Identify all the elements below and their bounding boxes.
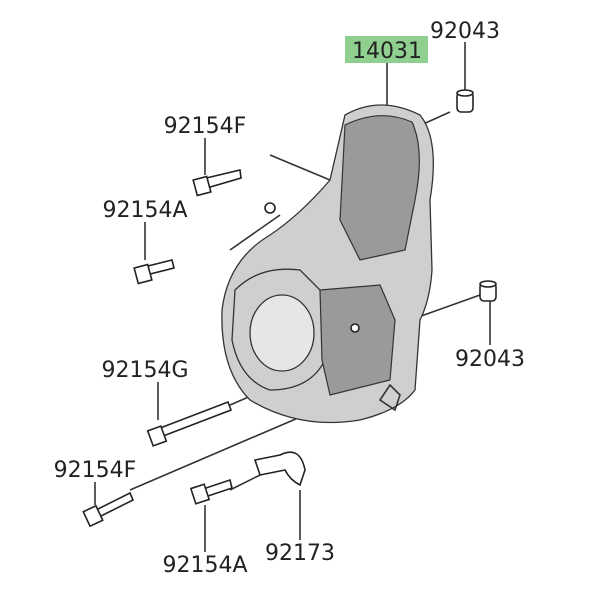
part-label[interactable]: 92154A — [102, 198, 187, 223]
part-label[interactable]: 92154G — [101, 358, 188, 383]
part-label[interactable]: 92173 — [265, 541, 335, 566]
part-label-highlighted[interactable]: 14031 — [352, 39, 422, 64]
bolt-92154A-bottom[interactable] — [189, 478, 233, 505]
bolt-92154G[interactable] — [146, 400, 233, 447]
part-label[interactable]: 92043 — [455, 347, 525, 372]
bolt-92154F-top[interactable] — [192, 169, 242, 197]
bolt-92154F-bottom[interactable] — [82, 491, 135, 528]
dowel-pin-right[interactable] — [479, 280, 497, 302]
dowel-pin-top[interactable] — [456, 89, 474, 113]
part-label[interactable]: 92154A — [162, 553, 247, 578]
bolt-92154A-top[interactable] — [133, 259, 175, 285]
part-label[interactable]: 92043 — [430, 19, 500, 44]
generator-cover-14031[interactable] — [221, 104, 434, 424]
highlight-box — [345, 36, 428, 63]
part-label[interactable]: 92154F — [54, 458, 137, 483]
clamp-92173[interactable] — [253, 451, 306, 487]
part-label[interactable]: 92154F — [164, 114, 247, 139]
